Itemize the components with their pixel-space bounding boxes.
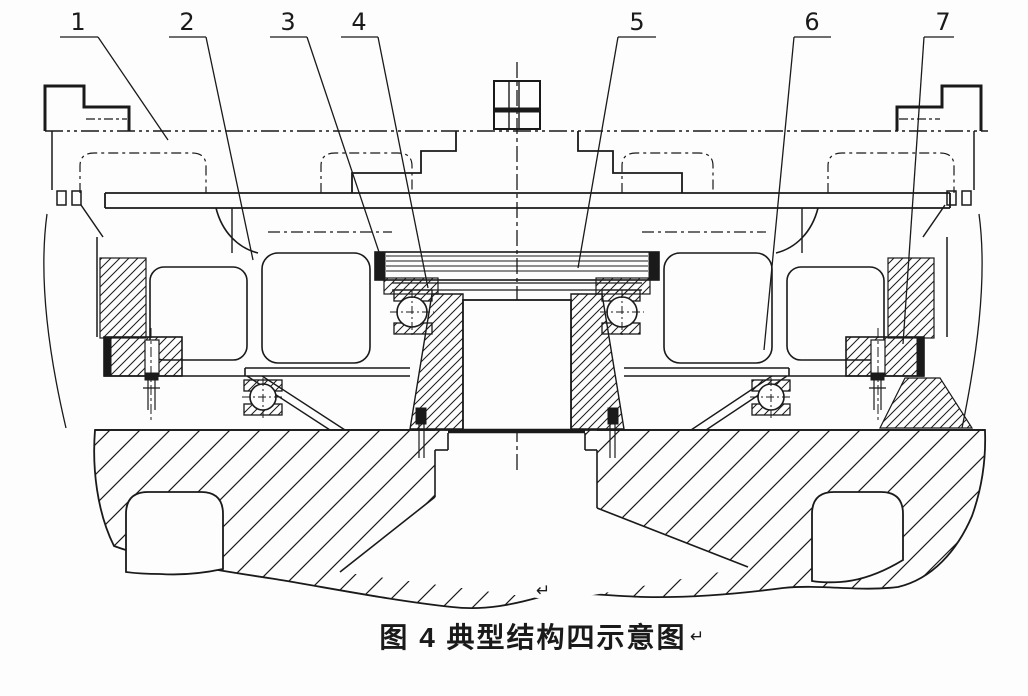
caption-text: 图 4 典型结构四示意图 [379,621,686,653]
central-bore [409,293,625,434]
flange-right [789,328,974,429]
bearing-lower-left [242,378,284,418]
bore-opening [462,299,572,431]
leader-line-2 [205,36,254,261]
flange-left [103,328,245,422]
bearing-lower-right [750,378,792,418]
stack-end-cap-right [648,251,660,281]
housing-cavities [99,252,935,431]
callout-label-5: 5 [629,8,644,36]
seal-pins [415,407,619,458]
leader-line-1 [97,36,169,141]
gooseneck-right [775,207,819,254]
left-wall-section [99,257,147,339]
figure-caption: 图 4 典型结构四示意图 ↵ [379,621,704,653]
callouts: 1 2 3 4 5 6 7 [60,8,954,351]
cavity-right-outer [786,266,885,361]
callout-3: 3 [270,8,386,271]
callout-7: 7 [902,8,954,345]
cavity-left-inner [261,252,371,364]
callout-4: 4 [341,8,429,289]
leader-line-4 [377,36,429,289]
bearing-upper-left [390,289,434,336]
callout-label-6: 6 [804,8,819,36]
callout-6: 6 [763,8,831,351]
top-boss [493,80,541,130]
callout-label-3: 3 [280,8,295,36]
callout-5: 5 [577,8,656,269]
bolt-slot [144,339,160,377]
callout-2: 2 [169,8,254,261]
upper-housing [104,131,951,254]
frame-bracket-left [43,84,131,429]
casting-body [93,429,987,610]
callout-label-1: 1 [70,8,85,36]
pedestal-step-lines [339,433,749,573]
casting-center-pedestal [340,431,748,601]
casting-cutout-right [811,491,904,584]
caption-return-mark: ↵ [690,627,704,647]
callout-label-4: 4 [351,8,366,36]
right-wall-section [887,257,935,339]
leader-line-6 [763,36,795,351]
mid-plate [244,367,790,377]
gooseneck-left [215,207,259,254]
cavity-right-inner [663,252,773,364]
bearing-upper-right [600,289,644,336]
callout-label-7: 7 [935,8,950,36]
callout-label-2: 2 [179,8,194,36]
leader-line-3 [306,36,386,271]
mid-return-mark: ↵ [536,581,550,601]
stack-end-cap-left [374,251,386,281]
cavity-left-outer [149,266,248,361]
casting-cutout-left [125,491,224,576]
leader-line-7 [902,36,925,345]
frame-bracket-right [895,84,983,429]
callout-1: 1 [60,8,169,141]
leader-line-5 [577,36,619,269]
